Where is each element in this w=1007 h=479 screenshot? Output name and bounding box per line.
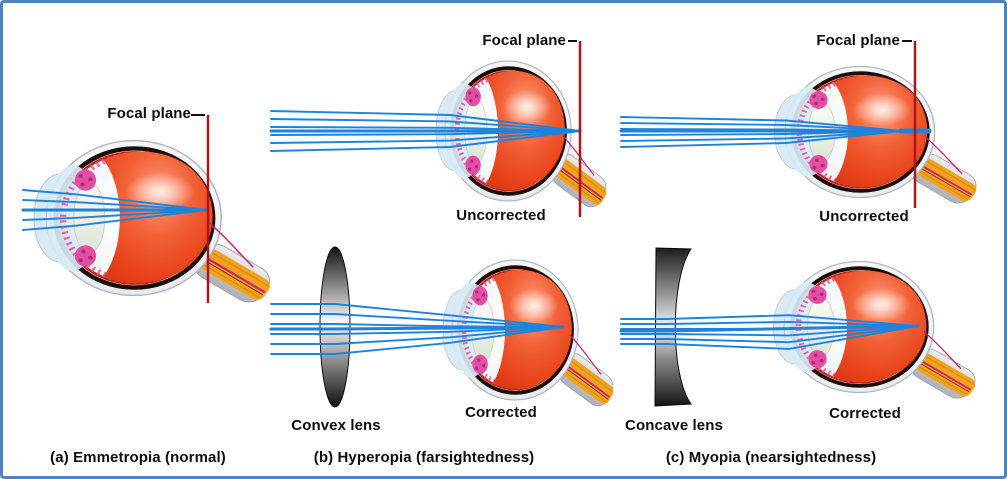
focal-plane-label-a: Focal plane [107,105,191,122]
caption-emmetropia: (a) Emmetropia (normal) [50,449,226,466]
caption-myopia: (c) Myopia (nearsightedness) [665,449,877,466]
diagram-canvas [21,40,1007,479]
light-rays-emmetropia [21,189,209,231]
light-rays-myopia-uncorrected [619,116,932,148]
focal-plane-label-b: Focal plane [482,32,566,49]
caption-hyperopia: (b) Hyperopia (farsightedness) [313,449,535,466]
light-rays-hyperopia-corrected [269,303,565,355]
eye-emmetropia [34,141,277,309]
corrected-label-hyperopia: Corrected [465,404,537,421]
light-rays-myopia-corrected [619,314,920,350]
concave-lens-shape [654,247,692,407]
focal-plane-label-c: Focal plane [816,32,900,49]
uncorrected-label-myopia: Uncorrected [819,208,909,225]
focal-plane-line-hyperopia [568,40,582,217]
focal-plane-line-myopia [902,40,917,208]
convex-lens-label: Convex lens [291,417,381,434]
corrected-label-myopia: Corrected [829,405,901,422]
concave-lens-label: Concave lens [625,417,723,434]
convex-lens-shape [319,246,351,408]
focal-plane-line-emmetropia [191,114,210,303]
uncorrected-label-hyperopia: Uncorrected [456,207,546,224]
light-rays-hyperopia-uncorrected [269,110,582,152]
